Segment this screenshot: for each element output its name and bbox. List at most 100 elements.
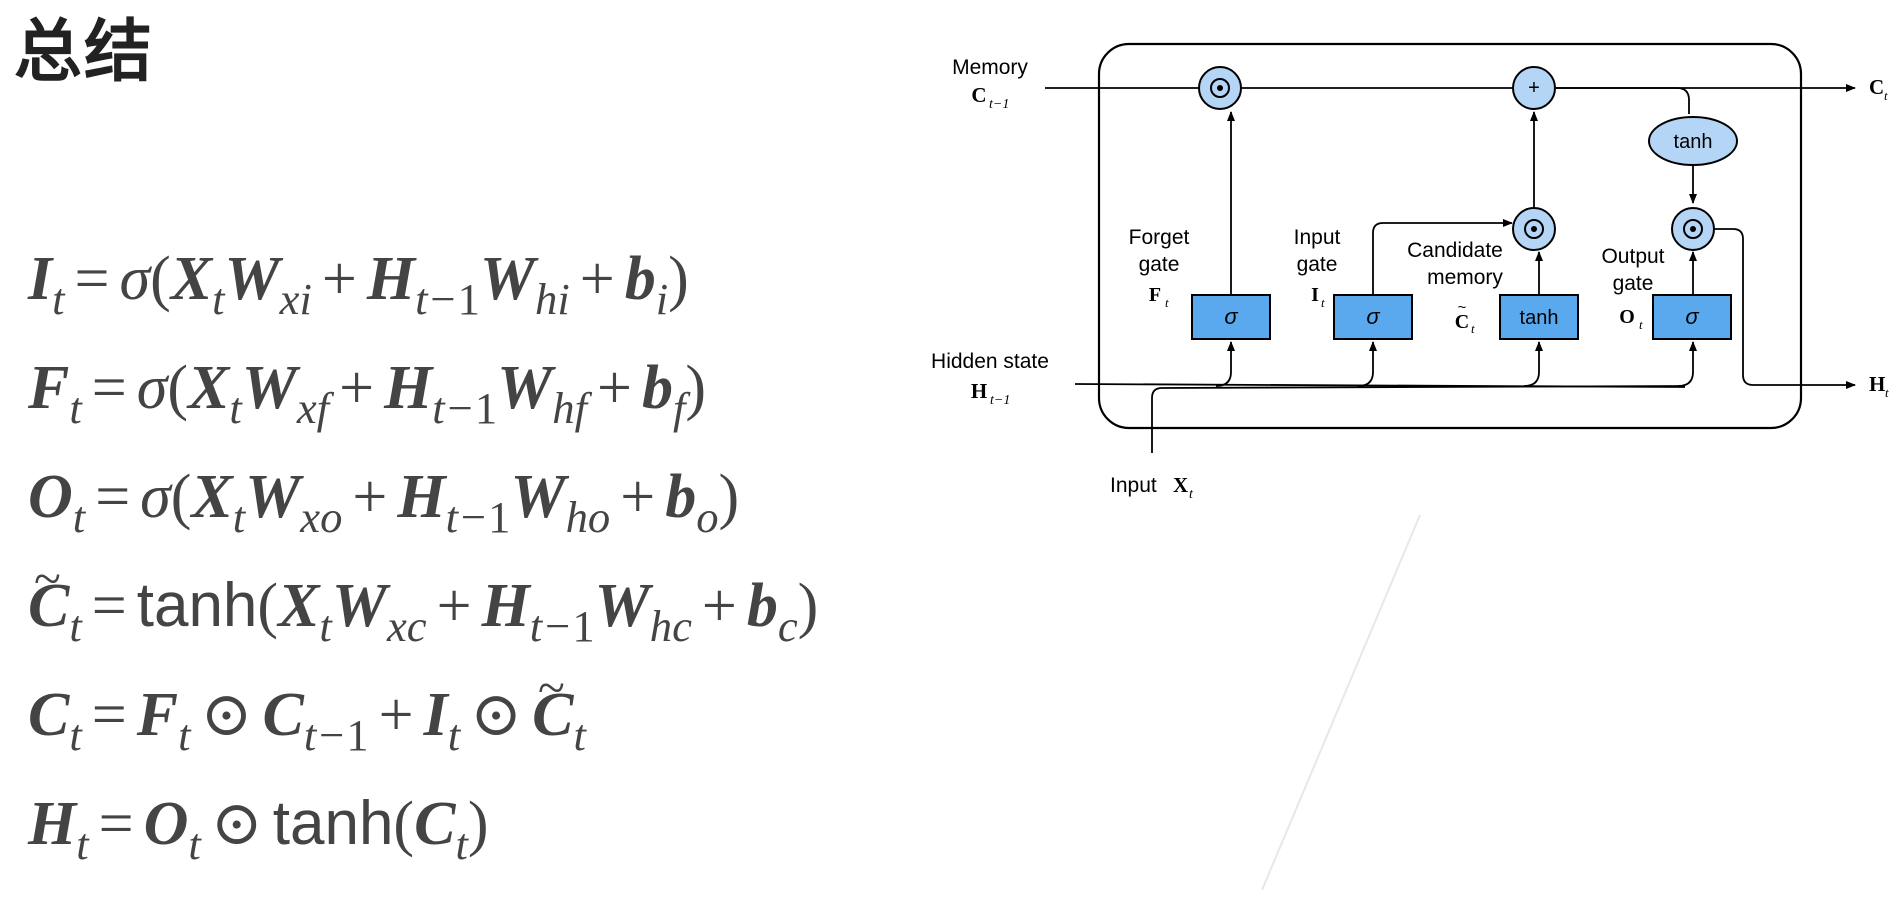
op-eq: = (98, 790, 134, 858)
tanh-fn: tanh (272, 789, 394, 858)
hadamard-icon (1683, 219, 1703, 239)
lparen: ( (393, 790, 415, 858)
num-one: 1 (488, 492, 511, 543)
output-c-sub: t (1884, 88, 1888, 103)
rparen: ) (668, 245, 689, 313)
var-w: W (224, 245, 280, 313)
hadamard-icon-dot (1690, 226, 1696, 232)
op-eq: = (91, 681, 127, 749)
var-w: W (594, 572, 650, 640)
var-c: C (414, 790, 456, 858)
var-i: I (423, 681, 448, 749)
slide-title: 总结 (14, 13, 155, 92)
candidate-feed (1523, 341, 1543, 387)
sigma: σ (119, 245, 151, 313)
output-gate-sub: t (1639, 317, 1643, 332)
memory-sub: t−1 (989, 97, 1009, 112)
forget-gate-var: F (1149, 284, 1161, 306)
var-b: b (746, 572, 778, 640)
sub-t: t (76, 819, 89, 870)
var-c-tilde: C (532, 663, 573, 746)
sub-xf: xf (296, 383, 330, 434)
op-plus: + (436, 572, 472, 640)
input-gate-label-line2: gate (1297, 253, 1338, 276)
input-var: X (1173, 473, 1188, 497)
op-eq: = (91, 572, 127, 640)
input-gate-label-line1: Input (1294, 226, 1341, 249)
lparen: ( (167, 354, 188, 422)
output-gate-box (1652, 294, 1732, 340)
var-x: X (191, 463, 233, 531)
var-b: b (624, 245, 656, 313)
sub-t: t (447, 710, 461, 761)
candidate-memory-tanh: tanh (1520, 307, 1559, 329)
tanh-fn: tanh (136, 571, 258, 640)
sub-o: o (696, 492, 719, 543)
output-gate-label-line1: Output (1601, 245, 1664, 268)
var-h: H (28, 790, 77, 858)
num-one: 1 (572, 601, 595, 652)
hidden-state-label: Hidden state (931, 350, 1049, 373)
op-plus: + (620, 463, 656, 531)
var-w: W (241, 354, 297, 422)
candidate-memory-label-line1: Candidate (1407, 239, 1503, 262)
sub-t: t (319, 601, 332, 652)
input-gate-feed (1357, 341, 1377, 387)
var-w: W (510, 463, 566, 531)
var-w: W (245, 463, 301, 531)
equation-forget-gate: Ft=σ(XtWxf+Ht−1Whf+bf) (28, 357, 948, 466)
num-one: 1 (346, 710, 369, 761)
op-hadamard: ⊙ (210, 790, 263, 858)
equation-hidden-state: Ht=Ot⊙tanh(Ct) (28, 793, 948, 902)
sub-xi: xi (279, 274, 312, 325)
var-w: W (331, 572, 387, 640)
var-h: H (384, 354, 433, 422)
rparen: ) (797, 572, 819, 640)
lstm-equations: It=σ(XtWxi+Ht−1Whi+bi) Ft=σ(XtWxf+Ht−1Wh… (28, 248, 948, 902)
candidate-memory-sub: t (1471, 321, 1475, 336)
op-eq: = (91, 354, 127, 422)
sub-t: t (69, 601, 82, 652)
forget-gate-sub: t (1165, 295, 1169, 310)
var-o: O (28, 463, 73, 531)
var-h: H (397, 463, 446, 531)
sub-tminus: t− (445, 492, 489, 543)
var-f: F (136, 681, 179, 749)
forget-gate-label-line2: gate (1139, 253, 1180, 276)
input-gate-sub: t (1321, 295, 1325, 310)
num-one: 1 (457, 274, 480, 325)
sub-t: t (52, 274, 65, 325)
forget-gate-label-line1: Forget (1129, 226, 1190, 249)
output-gate-feed (1677, 341, 1697, 387)
op-plus: + (339, 354, 375, 422)
lparen: ( (150, 245, 171, 313)
lparen: ( (257, 572, 279, 640)
equation-output-gate: Ot=σ(XtWxo+Ht−1Who+bo) (28, 466, 948, 575)
hadamard-icon (1210, 78, 1230, 98)
op-plus: + (321, 245, 357, 313)
lparen: ( (170, 463, 192, 531)
hidden-state-var: H (971, 379, 987, 403)
sub-hf: hf (552, 383, 587, 434)
lstm-diagram: + tanh σ σ tanh σ Memory C t−1 Hidden st… (931, 42, 1889, 502)
input-gate-arrow (1372, 219, 1513, 295)
sub-i: i (655, 274, 669, 325)
sub-t: t (178, 710, 191, 761)
rparen: ) (467, 790, 489, 858)
output-h-sub: t (1885, 385, 1889, 400)
var-b: b (641, 354, 673, 422)
sub-t: t (72, 492, 86, 543)
hidden-output-arrow (1714, 228, 1856, 389)
hidden-state-sub: t−1 (990, 393, 1010, 408)
var-f: F (28, 354, 70, 422)
var-x: X (187, 354, 230, 422)
hadamard-icon (1524, 219, 1544, 239)
input-label: Input (1110, 474, 1157, 497)
forget-gate-box (1191, 294, 1271, 340)
equation-memory-cell: Ct=Ft⊙Ct−1+It⊙Ct (28, 663, 948, 793)
forget-gate-feed (1215, 341, 1235, 387)
sub-t: t (573, 710, 586, 761)
var-i: I (28, 245, 53, 313)
sub-t: t (232, 492, 246, 543)
